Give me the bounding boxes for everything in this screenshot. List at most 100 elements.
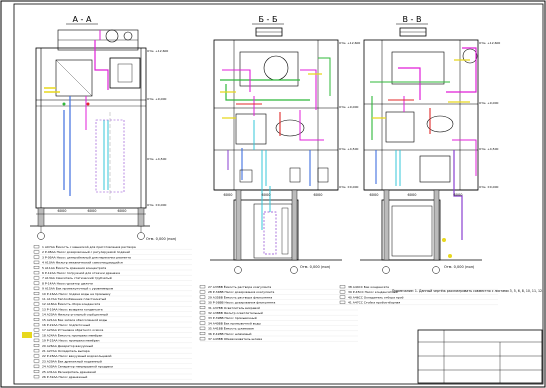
section-a-pipe-yellow	[44, 87, 60, 93]
section-a-building	[35, 47, 147, 209]
section-v-elev-1: Отм. +12,600	[479, 41, 500, 45]
section-a-fan-1	[105, 29, 119, 43]
section-v-drawing: 6000 6000 6000 Отм. 0,000 (пол) Отм. +12…	[360, 27, 500, 274]
section-v-pipe-red	[388, 99, 431, 134]
legend-left-item: 8 Р-14АА Насос-дозатор щелочи	[42, 281, 93, 285]
section-b-mid-unit	[235, 113, 267, 145]
legend-middle-marker	[199, 337, 206, 341]
section-a-pipe-cyan	[103, 120, 109, 190]
title-block-icon	[417, 329, 543, 384]
legend-left-marker	[33, 266, 40, 269]
section-v-low-unit	[419, 155, 451, 183]
section-v-top-unit	[391, 51, 445, 85]
section-b-top-unit	[239, 51, 299, 87]
section-a-dim-2: 6000	[88, 209, 97, 213]
legend-left-item: 18 А24АА Ёмкость промывки мембран	[42, 332, 102, 337]
section-v-dim-2: 6000	[408, 193, 417, 197]
legend-left-item: 26 Р-32АА Насос дренажный	[42, 375, 87, 379]
section-b-pipe-magenta-2	[253, 96, 324, 141]
section-title-b: Б - Б	[259, 15, 278, 24]
section-v-column-left	[383, 189, 390, 261]
section-b-basement-tank	[263, 211, 277, 255]
legend-left-item: 24 А30АА Сепаратор непрерывной продувки	[42, 365, 113, 369]
section-v-dim-1: 6000	[370, 193, 379, 197]
section-v-elev-3: Отм. +4,500	[479, 147, 498, 151]
section-b-pipe-green-2	[318, 57, 331, 96]
legend-middle-marker	[199, 306, 206, 309]
legend-middle-item: 37 А43ВВ Обезвоживатель шлама	[208, 337, 262, 341]
legend-left-item: 9 А15АА Бак промежуточный с уровнемером	[42, 287, 113, 291]
section-a-tank	[109, 57, 141, 89]
section-b-floor-label: Отм. 0,000 (пол)	[300, 265, 331, 269]
section-b-ladder	[281, 207, 289, 255]
legend-middle-marker	[199, 295, 206, 299]
legend-left-item: 19 Р-25АА Насос промывки мембран	[42, 339, 100, 343]
section-a-pipe-blue	[63, 96, 71, 196]
legend-left-marker	[33, 307, 40, 311]
section-b-dim-3: 6000	[314, 193, 323, 197]
legend-left-item: 20 А26АА Деаэратор вакуумный	[42, 344, 93, 348]
legend-middle-item: 36 Р-42ВВ Насос шламовый	[208, 332, 251, 336]
legend-left-marker	[33, 302, 40, 306]
legend-left-marker	[33, 281, 40, 285]
legend-left-item: 12 А18АА Ёмкость сбора конденсата	[42, 301, 100, 306]
legend-left-item: 21 А27АА Охладитель выпара	[42, 349, 90, 353]
section-v-pipe-purple	[453, 150, 463, 240]
legend-left-marker	[33, 349, 40, 353]
section-a-elev-1: Отм. +12,600	[147, 49, 168, 53]
legend-left-item: 11 А17АА Теплообменник пластинчатый	[42, 297, 106, 301]
legend-left-marker	[33, 375, 40, 379]
section-a-fan-2	[123, 31, 133, 41]
legend-left: 1 А07АА Ёмкость с мешалкой для приготовл…	[22, 244, 192, 380]
section-a-column-left	[37, 207, 45, 227]
section-a-drawing: 6000 6000 6000 Отм. 0,000 (пол) Отм. +12…	[30, 29, 177, 241]
section-b-pump-2	[317, 167, 329, 183]
section-v-floor-label: Отм. 0,000 (пол)	[444, 265, 475, 269]
section-v-pipe-cyan	[395, 150, 401, 186]
legend-left-marker	[33, 255, 40, 259]
section-b-pipe-yellow	[220, 73, 322, 119]
section-b-pump-3	[239, 169, 253, 183]
legend-middle-item: 28 Р-34ВВ Насос дозирования коагулянта	[208, 290, 274, 294]
leader-marker-icon	[448, 254, 452, 258]
section-b-column-left	[235, 189, 242, 261]
legend-left-item: 5 А11АА Ёмкость хранения концентрата	[42, 265, 106, 270]
legend-left-marker	[33, 354, 40, 358]
legend-right-marker	[339, 290, 346, 294]
legend-left-item: 10 Р-16АА Насос подачи воды на промывку	[42, 292, 111, 296]
section-a-unit-diag	[55, 59, 93, 97]
legend-left-marker	[33, 359, 40, 363]
section-v-basement-pit	[391, 205, 433, 257]
title-block	[417, 329, 543, 384]
section-b-pipe-cyan	[253, 120, 267, 186]
section-b-elev-2: Отм. +9,000	[339, 105, 358, 109]
section-b-axis-2-marker	[290, 266, 298, 274]
section-a-unit	[55, 59, 93, 97]
section-v-elev-2: Отм. +9,000	[479, 101, 498, 105]
legend-left-marker	[33, 344, 40, 347]
legend-middle-marker	[199, 321, 206, 325]
general-note: Примечание: 1. Данный чертёж рассматрива…	[392, 289, 543, 293]
legend-middle-marker	[199, 285, 206, 289]
section-a-elev-3: Отм. +4,500	[147, 157, 166, 161]
legend-left-item: 17 А23АА Установка обратного осмоса	[42, 328, 104, 332]
legend-left-item: 22 Р-28АА Насос вакуумный водокольцевой	[42, 354, 112, 358]
legend-left-marker	[33, 286, 40, 290]
section-a-dim-1: 6000	[58, 209, 67, 213]
section-a-valve-1	[86, 102, 90, 106]
legend-right-item: 41 А47СС Стойка пробоотборная	[348, 301, 400, 305]
section-b-elev-1: Отм. +12,600	[339, 41, 360, 45]
section-v-axis-1-marker	[382, 266, 390, 274]
section-a-column-right	[137, 207, 145, 227]
legend-left-item: 14 А20АА Фильтр угольный сорбционный	[42, 313, 108, 317]
legend-left-marker	[33, 323, 40, 327]
legend-left-marker	[33, 333, 40, 337]
section-v-dim-3: 6000	[454, 193, 463, 197]
legend-right-marker	[339, 285, 346, 289]
legend-left-item: 13 Р-19АА Насос возврата конденсата	[42, 307, 103, 311]
section-v-mid-unit	[385, 111, 415, 143]
inner-frame	[13, 3, 544, 385]
section-b-axis-1-marker	[234, 266, 242, 274]
legend-left-item: 23 А29АА Бак дренажный подземный	[42, 359, 102, 363]
section-a-valve-2	[62, 102, 66, 106]
